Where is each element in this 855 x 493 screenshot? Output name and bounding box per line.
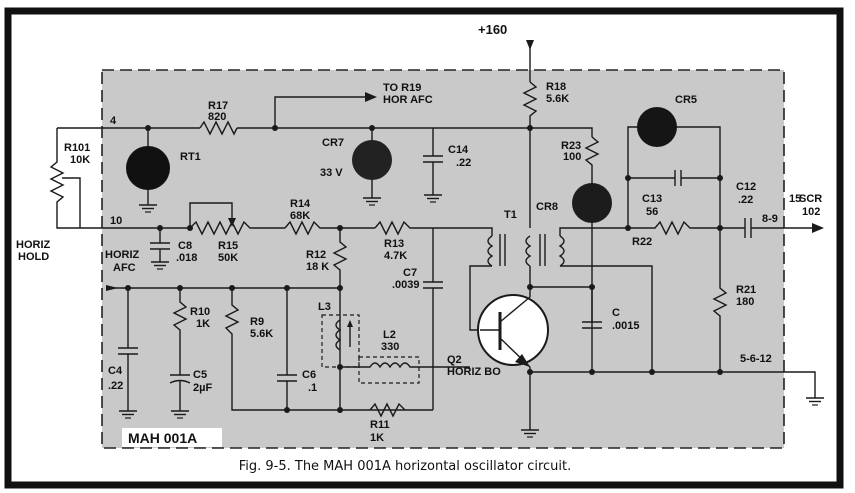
bottom-rail <box>527 369 825 406</box>
middle-rail <box>102 202 824 238</box>
r9-label: R9 <box>250 316 264 328</box>
rt1-label: RT1 <box>180 151 201 163</box>
r14-value: 68K <box>290 210 310 222</box>
c8-label: C8 <box>178 240 192 252</box>
r13-label: R13 <box>384 238 404 250</box>
c6-value: .1 <box>308 382 317 394</box>
pin-5-6-12: 5-6-12 <box>740 353 772 365</box>
r12-label: R12 <box>306 249 326 261</box>
supply-voltage-label: +160 <box>478 22 507 37</box>
c5-value: 2µF <box>193 382 212 394</box>
c12-label: C12 <box>736 181 756 193</box>
diode-cr8 <box>572 183 612 223</box>
afc-network <box>106 285 470 419</box>
r17-label: R17 <box>208 100 228 112</box>
cr7-value: 33 V <box>320 167 343 179</box>
cr5-c13-network <box>625 107 723 228</box>
resistor-r23 <box>572 136 612 372</box>
pin-15: 15 <box>789 193 801 205</box>
t1-label: T1 <box>504 209 517 221</box>
r12-value: 18 K <box>306 261 329 273</box>
c8-value: .018 <box>176 252 197 264</box>
r11-label: R11 <box>370 419 390 431</box>
r15-label: R15 <box>218 240 238 252</box>
hor-afc-label: HOR AFC <box>383 94 433 106</box>
capacitor-c8 <box>150 228 170 270</box>
c-value: .0015 <box>612 320 640 332</box>
r23-value: 100 <box>563 151 581 163</box>
r101-value: 10K <box>70 154 90 166</box>
c12-value: .22 <box>738 194 753 206</box>
c7-label: C7 <box>403 267 417 279</box>
horiz-afc-label-2: AFC <box>113 262 136 274</box>
c4-label: C4 <box>108 365 123 377</box>
capacitor-c14 <box>423 128 443 203</box>
scr-value: 102 <box>802 206 820 218</box>
r101-potentiometer[interactable] <box>49 128 102 229</box>
r21-label: R21 <box>736 284 756 296</box>
resistor-r21 <box>712 228 728 372</box>
top-rail <box>57 92 593 137</box>
c13-value: 56 <box>646 206 658 218</box>
c14-value: .22 <box>456 157 471 169</box>
r18-label: R18 <box>546 81 566 93</box>
r15-value: 50K <box>218 252 238 264</box>
c14-label: C14 <box>448 144 469 156</box>
horiz-afc-label: HORIZ <box>105 249 140 261</box>
c4-value: .22 <box>108 380 123 392</box>
scr-label: SCR <box>799 193 822 205</box>
pin-4: 4 <box>110 115 117 127</box>
l2-label: L2 <box>383 329 396 341</box>
r9-value: 5.6K <box>250 328 273 340</box>
figure-caption: Fig. 9-5. The MAH 001A horizontal oscill… <box>239 459 572 474</box>
cr5-label: CR5 <box>675 94 697 106</box>
q2-value: HORIZ BO <box>447 366 501 378</box>
r10-label: R10 <box>190 306 210 318</box>
thermistor-rt1 <box>126 128 170 213</box>
r23-label: R23 <box>561 140 581 152</box>
board-label: MAH 001A <box>128 430 197 446</box>
board-label-box <box>122 428 222 447</box>
capacitor-c7 <box>423 228 443 410</box>
resistor-r12 <box>332 228 348 410</box>
cr7-label: CR7 <box>322 137 344 149</box>
horiz-hold-label-2: HOLD <box>18 251 49 263</box>
l3-label: L3 <box>318 301 331 313</box>
r10-value: 1K <box>196 318 210 330</box>
pin-8-9: 8-9 <box>762 213 778 225</box>
resistor-r18 <box>522 40 538 228</box>
cr8-label: CR8 <box>536 201 558 213</box>
r22-label: R22 <box>632 236 652 248</box>
l2-value: 330 <box>381 341 399 353</box>
r18-value: 5.6K <box>546 93 569 105</box>
r101-label: R101 <box>64 142 90 154</box>
diode-cr7 <box>352 128 392 206</box>
to-r19-label: TO R19 <box>383 82 421 94</box>
r14-label: R14 <box>290 198 311 210</box>
r11-value: 1K <box>370 432 384 444</box>
q2-label: Q2 <box>447 354 462 366</box>
pin-10: 10 <box>110 215 122 227</box>
capacitor-c <box>582 287 602 329</box>
c5-label: C5 <box>193 369 207 381</box>
transistor-q2 <box>477 287 549 438</box>
c-label: C <box>612 307 620 319</box>
c7-value: .0039 <box>392 279 420 291</box>
r17-value: 820 <box>208 111 226 123</box>
c6-label: C6 <box>302 369 316 381</box>
horiz-hold-label: HORIZ <box>16 239 51 251</box>
c13-label: C13 <box>642 193 662 205</box>
r21-value: 180 <box>736 296 754 308</box>
r13-value: 4.7K <box>384 250 407 262</box>
